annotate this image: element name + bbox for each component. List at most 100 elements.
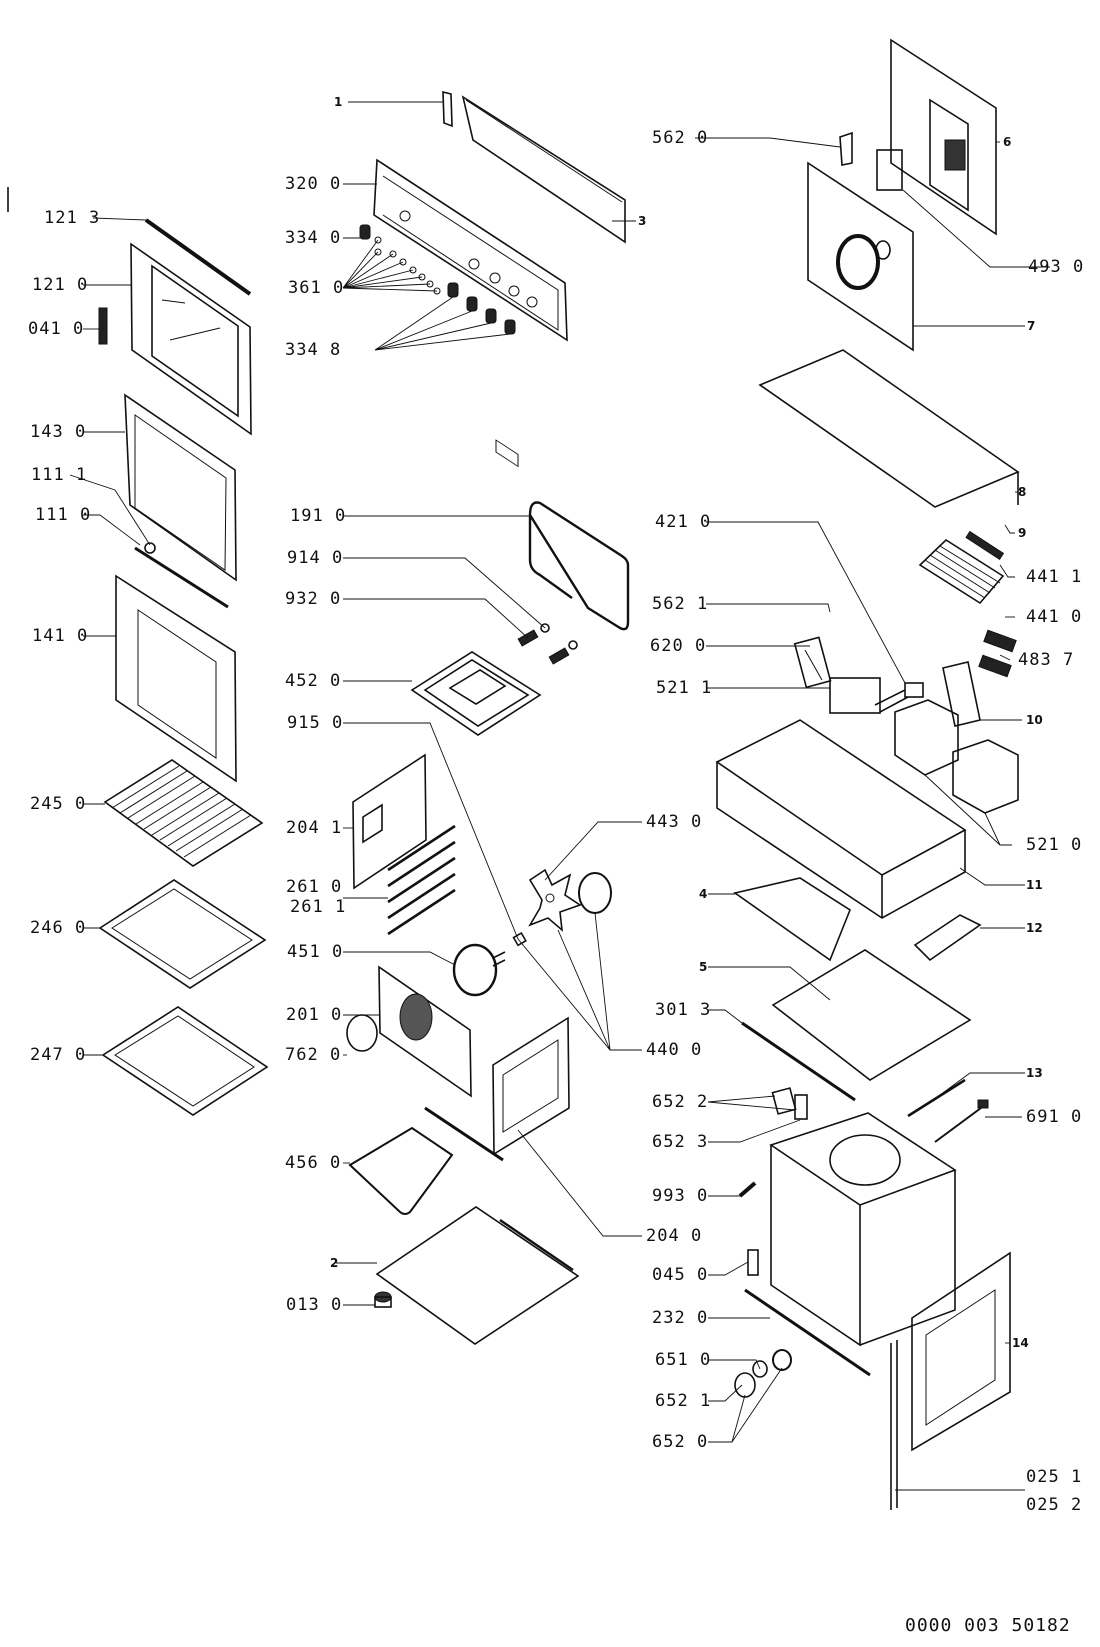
part-label-652-0: 652 0 [652, 1432, 709, 1452]
clip-drawing [839, 131, 853, 166]
oven-cavity-drawing [769, 1112, 957, 1347]
timer-module-drawing [829, 677, 881, 714]
part-label-8: 8 [1018, 485, 1027, 499]
part-label-932-0: 932 0 [285, 589, 342, 609]
part-label-045-0: 045 0 [652, 1265, 709, 1285]
circular-element-drawing [452, 943, 506, 997]
lamp-cover-drawing [346, 1014, 378, 1052]
part-label-111-1: 111 1 [31, 465, 88, 485]
part-label-232-0: 232 0 [652, 1308, 709, 1328]
part-label-320-0: 320 0 [285, 174, 342, 194]
part-label-493-0: 493 0 [1028, 257, 1085, 277]
part-label-111-0: 111 0 [35, 505, 92, 525]
part-label-261-0: 261 0 [286, 877, 343, 897]
tangential-fan-drawing [918, 530, 1005, 605]
lamp-holder-drawing [771, 1087, 808, 1120]
part-label-12: 12 [1026, 921, 1043, 935]
part-label-562-0: 562 0 [652, 128, 709, 148]
selector-switch-drawing [793, 636, 832, 689]
side-bracket-drawing [733, 877, 851, 962]
door-frame-drawing [130, 242, 252, 436]
part-label-762-0: 762 0 [285, 1045, 342, 1065]
part-label-141-0: 141 0 [32, 626, 89, 646]
fan-blade-drawing [528, 868, 582, 932]
rod-drawing [907, 1078, 966, 1118]
part-label-652-2: 652 2 [652, 1092, 709, 1112]
rear-panel-drawing [807, 161, 914, 352]
part-label-246-0: 246 0 [30, 918, 87, 938]
thermostat-drawing [874, 682, 924, 713]
connectors-drawing [978, 629, 1017, 678]
fan-motor-drawing [512, 872, 612, 947]
part-label-334-0: 334 0 [285, 228, 342, 248]
shelf-runners-drawing [387, 824, 456, 936]
control-panel-facia-drawing [373, 158, 568, 342]
top-cover-drawing [758, 349, 1020, 508]
base-plate-drawing [375, 1206, 580, 1345]
trim-strip-drawing [890, 1340, 898, 1510]
part-label-914-0: 914 0 [287, 548, 344, 568]
part-label-6: 6 [1003, 135, 1012, 149]
part-label-915-0: 915 0 [287, 713, 344, 733]
part-label-121-0: 121 0 [32, 275, 89, 295]
grommets-drawing [517, 623, 578, 665]
part-label-121-3: 121 3 [44, 208, 101, 228]
part-label-4: 4 [699, 887, 708, 901]
part-label-1: 1 [334, 95, 343, 109]
control-panel-bracket-drawing [442, 90, 453, 128]
grill-element-drawing [410, 651, 542, 736]
part-label-204-0: 204 0 [646, 1226, 703, 1246]
foot-drawing [374, 1291, 392, 1308]
part-label-025-2: 025 2 [1026, 1495, 1083, 1515]
mounting-bracket-drawing [942, 661, 981, 727]
part-label-451-0: 451 0 [287, 942, 344, 962]
door-seal-drawing [528, 501, 630, 631]
leader-lines [69, 101, 1050, 1491]
outer-door-glass-drawing [115, 574, 237, 783]
part-label-562-1: 562 1 [652, 594, 709, 614]
control-panel-backplate-drawing [461, 95, 626, 468]
part-label-620-0: 620 0 [650, 636, 707, 656]
part-label-261-1: 261 1 [290, 897, 347, 917]
part-label-452-0: 452 0 [285, 671, 342, 691]
part-label-440-0: 440 0 [646, 1040, 703, 1060]
door-hinge-drawing [98, 307, 108, 345]
rear-cover-drawing [890, 38, 997, 236]
knobs-drawing [359, 224, 516, 335]
side-rail-drawing [741, 1021, 856, 1102]
cover-plate-drawing [913, 914, 982, 962]
side-wall-drawing [911, 1251, 1011, 1452]
push-buttons-drawing [374, 236, 441, 295]
door-top-trim-drawing [144, 218, 252, 296]
part-label-441-0: 441 0 [1026, 607, 1083, 627]
part-label-10: 10 [1026, 713, 1043, 727]
hinge-receiver-drawing [747, 1249, 759, 1276]
lamp-parts-drawing [734, 1349, 792, 1398]
part-label-441-1: 441 1 [1026, 567, 1083, 587]
probe-sensor-drawing [934, 1099, 989, 1143]
part-label-456-0: 456 0 [285, 1153, 342, 1173]
part-label-11: 11 [1026, 878, 1043, 892]
part-label-691-0: 691 0 [1026, 1107, 1083, 1127]
door-handle-drawing [134, 542, 229, 609]
part-label-334-8: 334 8 [285, 340, 342, 360]
fan-cover-drawing [378, 965, 472, 1098]
part-label-651-0: 651 0 [655, 1350, 712, 1370]
part-label-041-0: 041 0 [28, 319, 85, 339]
screw-drawing [738, 1181, 757, 1198]
part-label-652-1: 652 1 [655, 1391, 712, 1411]
part-label-9: 9 [1018, 526, 1027, 540]
bottom-element-drawing [348, 1106, 504, 1215]
part-label-204-1: 204 1 [286, 818, 343, 838]
part-label-993-0: 993 0 [652, 1186, 709, 1206]
part-label-483-7: 483 7 [1018, 650, 1075, 670]
side-panel-left-drawing [352, 753, 427, 890]
part-label-13: 13 [1026, 1066, 1043, 1080]
wire-shelf-drawing [103, 759, 264, 867]
drip-pan-drawing [101, 1006, 269, 1116]
part-label-361-0: 361 0 [288, 278, 345, 298]
part-label-421-0: 421 0 [655, 512, 712, 532]
part-label-013-0: 013 0 [286, 1295, 343, 1315]
part-label-443-0: 443 0 [646, 812, 703, 832]
